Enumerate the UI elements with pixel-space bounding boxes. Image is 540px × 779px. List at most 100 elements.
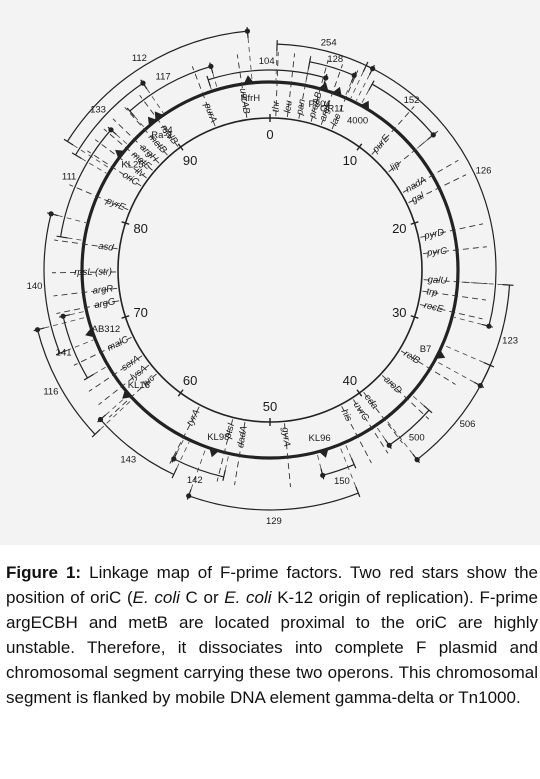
f-prime-label: 117 [156,72,171,83]
f-prime-endpoint [320,472,326,478]
hfr-label: P804 [309,99,331,110]
f-prime-drop [305,68,309,84]
f-prime-end [368,80,375,91]
gene-line [423,279,488,285]
gene-label: gal [410,190,427,206]
f-prime-label: 126 [476,166,492,177]
gene-line [108,373,157,418]
f-prime-end [126,107,135,117]
minute-label: 10 [343,153,357,168]
gene-line [352,399,389,454]
f-prime-label: 152 [404,95,420,106]
f-prime-drop [209,86,212,90]
f-prime-arc [43,213,61,354]
f-prime-label: 128 [327,54,343,65]
gene-label: malC [106,334,131,354]
gene-label: galU [427,274,447,286]
gene-line [284,423,291,488]
gene-label: pyrE [104,195,128,213]
f-prime-label: 150 [334,476,350,487]
chromosome-outer-circle [80,80,460,460]
gene-line [234,421,246,486]
gene-label: pyrD [422,227,445,242]
f-prime-endpoint [323,75,329,81]
minute-label: 60 [183,373,197,388]
f-prime-drop [339,446,357,487]
f-prime-drop [176,441,190,469]
hfr-label: KL25 [121,159,143,170]
f-prime-drop [275,51,278,81]
gene-line [402,159,459,193]
gene-line [98,364,150,406]
minute-label: 30 [392,305,406,320]
hfr-arrow [435,349,446,359]
gene-line [124,107,168,156]
f-prime-label: 123 [502,336,518,347]
f-prime-arc [74,82,144,156]
minute-tick [121,221,130,225]
minute-label: 40 [343,373,357,388]
f-prime-end [206,75,211,87]
hfr-label: AB312 [92,324,121,335]
hfr-arrow [318,448,329,458]
f-prime-endpoint [386,442,392,448]
gene-line [103,128,153,171]
hfr-arrow [209,448,219,458]
f-prime-endpoint [60,313,66,319]
f-prime-drop [459,281,503,286]
f-prime-drop [134,115,145,128]
gene-line [88,355,143,392]
gene-line [341,406,372,464]
f-prime-endpoint [48,211,54,217]
gene-line [54,239,118,250]
f-prime-drop [105,395,128,416]
gene-line [310,59,329,122]
f-prime-label: 500 [409,433,425,444]
gene-line [275,52,279,117]
hfr-label: 4000 [347,116,368,127]
minute-tick [177,389,184,397]
f-prime-endpoint [108,127,114,133]
gene-label: uvrAB [237,87,252,115]
f-prime-arc [208,69,326,81]
f-prime-drop [247,37,253,81]
f-prime-label: 129 [266,516,282,527]
gene-label: argG [93,296,116,311]
gene-line [363,392,403,444]
minute-tick [410,315,419,319]
gene-label: lac [329,112,344,128]
chromosome-inner-circle [117,117,423,423]
f-prime-endpoint [171,456,177,462]
gene-label: his [339,407,355,423]
f-prime-drop [416,139,429,150]
gene-label: dadA [235,425,249,449]
gene-line [371,106,415,155]
hfr-label: J4 [163,125,173,136]
f-prime-drop [93,366,107,375]
gene-line [423,246,487,255]
gene-line [420,223,484,238]
f-prime-end [91,429,101,438]
minute-tick [410,221,419,225]
f-prime-end [362,61,369,73]
gene-label: purA [201,101,219,125]
gene-line [400,350,456,385]
gene-line [53,287,118,297]
gene-line [139,94,179,147]
f-prime-end [222,469,226,481]
minute-label: 90 [183,153,197,168]
f-prime-drop [99,399,132,430]
f-prime-drop [436,361,475,383]
f-prime-drop [444,345,484,363]
gene-line [419,304,483,320]
caption-text-2: C or [179,588,225,607]
f-prime-label: 140 [27,281,43,292]
gene-line [331,70,359,130]
hfr-arrow [243,75,254,84]
f-prime-label: 143 [120,455,136,466]
f-prime-drop [355,74,370,101]
f-prime-label: 111 [62,172,76,183]
f-prime-arc [277,43,373,70]
